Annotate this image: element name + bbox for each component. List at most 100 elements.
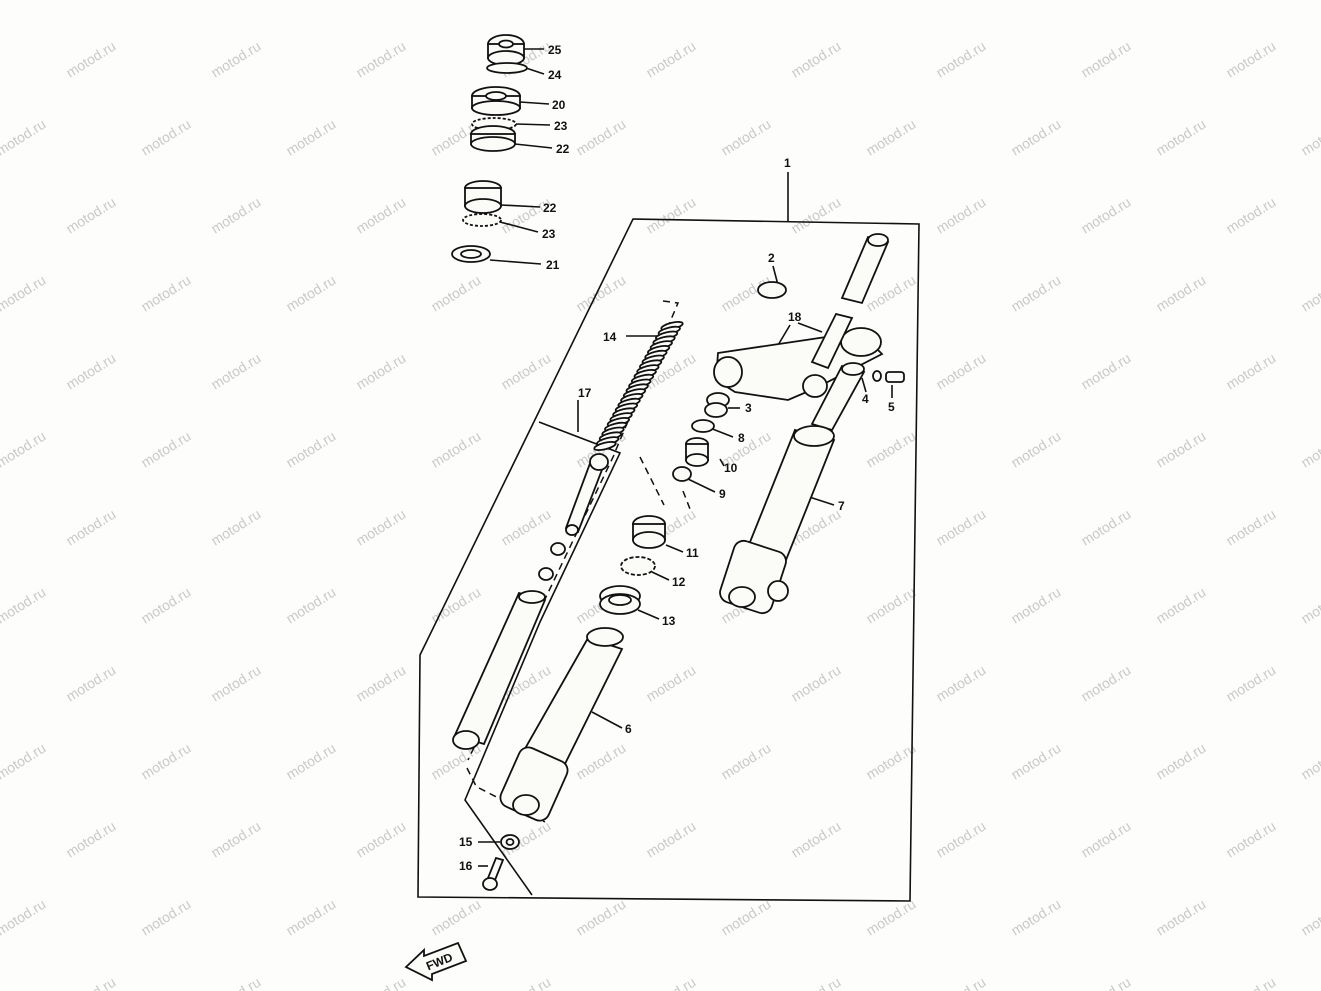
o-ring-8 <box>691 419 715 433</box>
label-5: 5 <box>888 400 895 414</box>
watermark-text: motod.ru <box>573 272 628 315</box>
watermark-text: motod.ru <box>1153 428 1208 471</box>
label-22b: 22 <box>543 201 557 215</box>
watermark-text: motod.ru <box>1078 506 1133 549</box>
label-22a: 22 <box>556 142 570 156</box>
watermark-text: motod.ru <box>138 896 193 939</box>
watermark-text: motod.ru <box>1078 662 1133 705</box>
watermark-text: motod.ru <box>428 272 483 315</box>
watermark-text: motod.ru <box>1078 350 1133 393</box>
watermark-text: motod.ru <box>718 740 773 783</box>
upper-fork-tube <box>810 233 890 370</box>
watermark-text: motod.ru <box>1153 0 1208 3</box>
watermark-text: motod.ru <box>643 974 698 991</box>
oil-seal-13 <box>599 585 641 615</box>
watermark-text: motod.ru <box>138 116 193 159</box>
watermark-text: motod.ru <box>1223 38 1278 81</box>
watermark-text: motod.ru <box>718 0 773 3</box>
watermark-text: motod.ru <box>1298 0 1321 3</box>
watermark-text: motod.ru <box>933 506 988 549</box>
inner-fork-tube <box>452 590 547 750</box>
watermark-text: motod.ru <box>1298 896 1321 939</box>
watermark-text: motod.ru <box>1078 38 1133 81</box>
watermark-text: motod.ru <box>1223 974 1278 991</box>
ball-race-23b <box>462 213 502 227</box>
watermark-text: motod.ru <box>863 896 918 939</box>
watermark-text: motod.ru <box>1223 194 1278 237</box>
watermark-text: motod.ru <box>1298 272 1321 315</box>
watermark-text: motod.ru <box>283 740 338 783</box>
watermark-text: motod.ru <box>498 506 553 549</box>
label-8: 8 <box>738 431 745 445</box>
label-11: 11 <box>686 546 699 560</box>
watermark-text: motod.ru <box>1078 194 1133 237</box>
watermark-text: motod.ru <box>788 194 843 237</box>
watermark-text: motod.ru <box>1223 662 1278 705</box>
watermark-text: motod.ru <box>353 662 408 705</box>
watermark-text: motod.ru <box>1008 740 1063 783</box>
watermark-text: motod.ru <box>63 662 118 705</box>
watermark-text: motod.ru <box>0 272 48 315</box>
watermark-text: motod.ru <box>283 428 338 471</box>
watermark-text: motod.ru <box>208 506 263 549</box>
watermark-text: motod.ru <box>0 896 48 939</box>
label-14: 14 <box>603 330 617 344</box>
watermark-text: motod.ru <box>1008 584 1063 627</box>
watermark-text: motod.ru <box>1008 116 1063 159</box>
watermark-text: motod.ru <box>788 38 843 81</box>
watermark-text: motod.ru <box>208 662 263 705</box>
assembly-boundary <box>417 218 920 902</box>
watermark-text: motod.ru <box>1298 116 1321 159</box>
watermark-text: motod.ru <box>1223 506 1278 549</box>
watermark-text: motod.ru <box>863 0 918 3</box>
bearing-cup-22a <box>470 125 516 152</box>
label-1: 1 <box>784 156 791 170</box>
part-labels: 25 24 20 23 22 22 23 21 1 2 18 14 17 3 4… <box>459 43 895 873</box>
label-13: 13 <box>662 614 676 628</box>
watermark-text: motod.ru <box>1153 740 1208 783</box>
watermark-text: motod.ru <box>1153 896 1208 939</box>
watermark-text: motod.ru <box>63 350 118 393</box>
watermark-text: motod.ru <box>1153 116 1208 159</box>
watermark-text: motod.ru <box>718 896 773 939</box>
bearing-cup-22b <box>464 180 502 214</box>
watermark-text: motod.ru <box>1153 272 1208 315</box>
watermark-text: motod.ru <box>1078 974 1133 991</box>
outer-tube-6 <box>499 627 624 822</box>
label-18: 18 <box>788 310 802 324</box>
watermark-text: motod.ru <box>933 194 988 237</box>
fwd-arrow-icon: FWD <box>404 941 468 982</box>
watermark-text: motod.ru <box>1153 584 1208 627</box>
watermark-text: motod.ru <box>863 428 918 471</box>
watermark-text: motod.ru <box>63 38 118 81</box>
fork-bracket-18 <box>713 327 884 401</box>
gasket-15 <box>500 834 520 850</box>
watermark-text: motod.ru <box>0 584 48 627</box>
watermark-text: motod.ru <box>573 116 628 159</box>
watermark-text: motod.ru <box>283 584 338 627</box>
label-4: 4 <box>862 392 869 406</box>
watermark-text: motod.ru <box>643 818 698 861</box>
watermark-text: motod.ru <box>1008 428 1063 471</box>
watermark-text: motod.ru <box>573 896 628 939</box>
washer-9 <box>672 466 692 482</box>
label-24: 24 <box>548 68 562 82</box>
watermark-text: motod.ru <box>1298 584 1321 627</box>
damper-rod-17 <box>538 453 609 581</box>
label-10: 10 <box>724 461 738 475</box>
watermark-text: motod.ru <box>63 194 118 237</box>
fork-spring-14 <box>593 321 684 451</box>
watermark-text: motod.ru <box>353 38 408 81</box>
head-nut-25 <box>487 34 525 66</box>
cone-race-20 <box>471 86 521 116</box>
cover-21 <box>451 245 491 263</box>
watermark-text: motod.ru <box>498 974 553 991</box>
watermark-text: motod.ru <box>208 974 263 991</box>
watermark-text: motod.ru <box>353 818 408 861</box>
label-23a: 23 <box>554 119 568 133</box>
circlip-2 <box>757 281 787 299</box>
watermark-text: motod.ru <box>353 974 408 991</box>
watermark-text: motod.ru <box>138 740 193 783</box>
watermark-text: motod.ru <box>498 350 553 393</box>
